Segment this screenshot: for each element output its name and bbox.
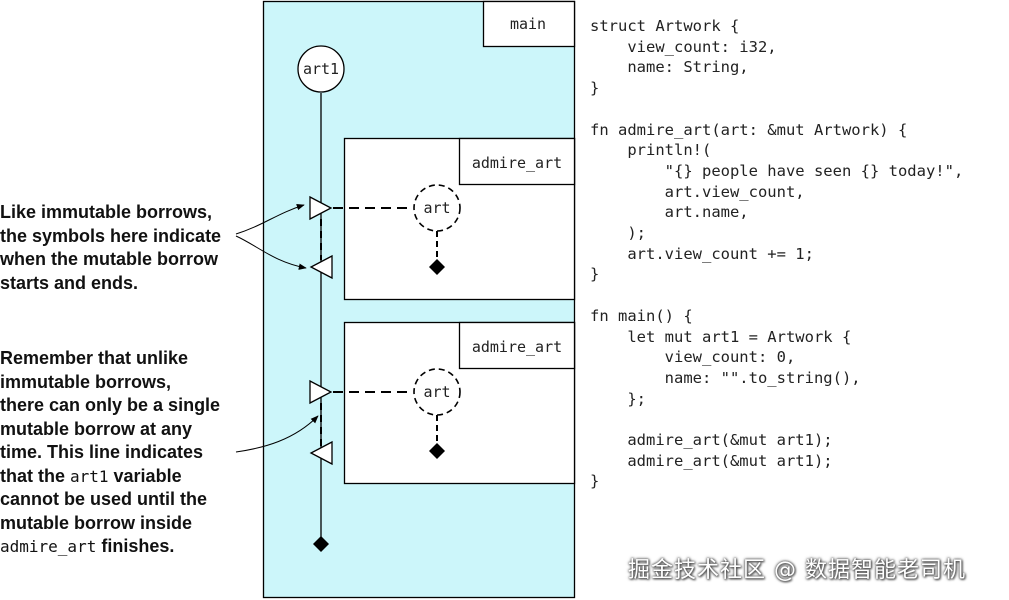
art-param-1-label: art bbox=[423, 199, 450, 217]
admire-art-frame-2-label: admire_art bbox=[472, 338, 562, 356]
code-line: } bbox=[590, 265, 600, 284]
code-line: } bbox=[590, 79, 600, 98]
code-line: view_count: 0, bbox=[590, 348, 796, 367]
note-1-line: starts and ends. bbox=[0, 272, 139, 293]
note-2-line: mutable borrow inside bbox=[0, 512, 193, 533]
code-line: println!( bbox=[590, 141, 712, 160]
watermark: 掘金技术社区 @ 数据智能老司机 bbox=[628, 558, 966, 583]
code-line: admire_art(&mut art1); bbox=[590, 431, 833, 450]
note-2-line: that the bbox=[0, 465, 70, 486]
code-line: name: String, bbox=[590, 58, 749, 77]
note-2-line: variable bbox=[108, 465, 182, 486]
note-2-line: immutable borrows, bbox=[0, 371, 172, 392]
borrow-1-start-triangle-icon bbox=[309, 195, 333, 221]
code-line: name: "".to_string(), bbox=[590, 368, 861, 387]
art1-end-diamond-icon bbox=[313, 536, 329, 552]
code-line: } bbox=[590, 472, 600, 491]
note-2-line: there can only be a single bbox=[0, 395, 221, 415]
code-line: view_count: i32, bbox=[590, 37, 777, 56]
note-1-arrow-to-start bbox=[235, 204, 305, 235]
note-2-code-art1: art1 bbox=[70, 466, 109, 486]
note-2-line: Remember that unlike bbox=[0, 348, 189, 368]
annotation-borrow-symbols: Like immutable borrows, the symbols here… bbox=[0, 201, 221, 295]
code-line: art.view_count += 1; bbox=[590, 244, 814, 263]
note-2-line: time. This line indicates bbox=[0, 442, 204, 462]
art1-variable-label: art1 bbox=[303, 60, 339, 78]
code-line: struct Artwork { bbox=[590, 17, 740, 35]
borrow-1-end-triangle-icon bbox=[309, 254, 333, 280]
annotation-single-mutable-borrow: Remember that unlike immutable borrows, … bbox=[0, 347, 220, 559]
code-line: ); bbox=[590, 224, 646, 243]
code-line: }; bbox=[590, 389, 646, 408]
code-line: fn admire_art(art: &mut Artwork) { bbox=[590, 120, 908, 139]
art-param-1-end-diamond-icon bbox=[429, 259, 445, 275]
admire-art-frame-1-label-box bbox=[458, 137, 576, 186]
note-1-arrow-to-end bbox=[235, 235, 307, 270]
admire-art-frame-2-label-box bbox=[458, 321, 576, 370]
rust-code-listing: struct Artwork { view_count: i32, name: … bbox=[590, 16, 963, 492]
note-2-line: cannot be used until the bbox=[0, 489, 208, 509]
admire-art-frame-1-label: admire_art bbox=[472, 154, 562, 172]
note-2-code-admire-art: admire_art bbox=[0, 537, 97, 556]
code-line: "{} people have seen {} today!", bbox=[590, 161, 964, 180]
borrow-2-start-triangle-icon bbox=[309, 379, 333, 405]
art-param-2-end-diamond-icon bbox=[429, 443, 445, 459]
code-line: art.name, bbox=[590, 203, 749, 222]
borrow-2-end-triangle-icon bbox=[309, 440, 333, 466]
note-1-line: when the mutable borrow bbox=[0, 249, 219, 269]
note-1-line: Like immutable borrows, bbox=[0, 202, 213, 222]
note-2-line: mutable borrow at any bbox=[0, 418, 193, 439]
note-1-line: the symbols here indicate bbox=[0, 225, 222, 246]
note-2-line: finishes. bbox=[96, 536, 175, 556]
main-frame-label-box bbox=[482, 0, 576, 48]
note-2-arrow-to-dashed-line bbox=[235, 415, 319, 453]
code-line: art.view_count, bbox=[590, 182, 805, 201]
code-line: let mut art1 = Artwork { bbox=[590, 327, 852, 346]
art-param-2-label: art bbox=[423, 383, 450, 401]
art1-variable-circle bbox=[297, 45, 345, 93]
code-line: admire_art(&mut art1); bbox=[590, 451, 833, 470]
code-line: fn main() { bbox=[590, 306, 693, 325]
main-frame-label: main bbox=[510, 15, 546, 33]
